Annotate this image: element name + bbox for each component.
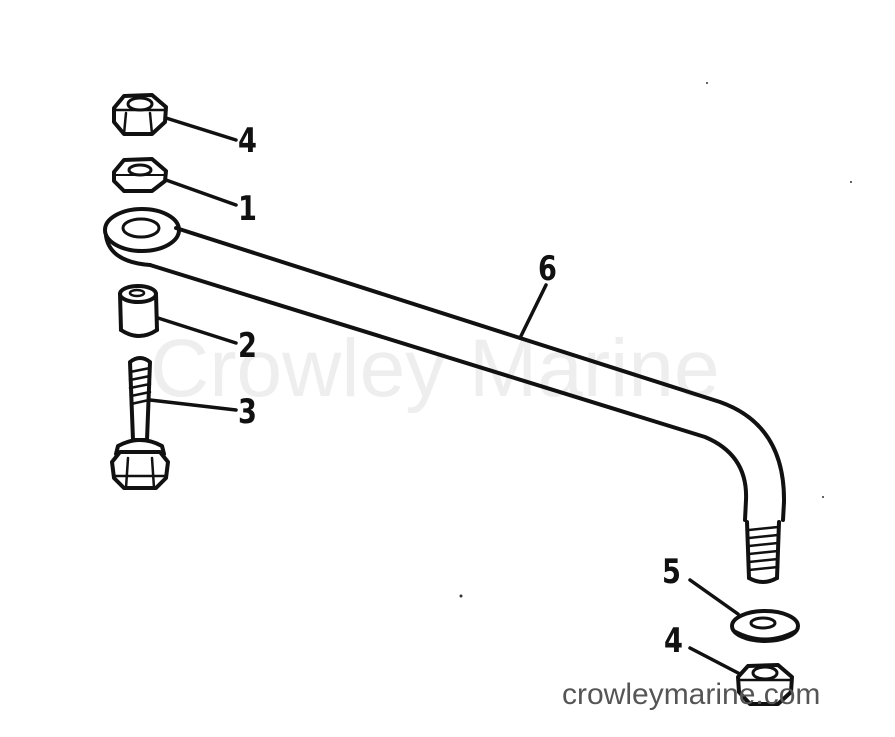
leader-1 [164,178,238,207]
lock-nut-top [112,93,168,136]
bushing [118,284,159,338]
link-rod [103,207,787,584]
leader-2 [156,316,238,345]
site-footer: crowleymarine.com [562,678,821,711]
washer [730,609,800,643]
lock-nut-bottom [736,663,794,706]
flange-bolt [110,356,170,490]
callout-6: 6 [538,249,557,289]
leader-4-top [164,116,238,142]
callout-2: 2 [238,326,257,366]
leader-6 [518,283,548,340]
callout-4-top: 4 [238,121,257,161]
plain-nut [112,157,168,193]
callout-1: 1 [238,189,257,229]
callout-5: 5 [662,552,681,592]
leader-5 [688,578,740,616]
leader-4-bottom [688,646,742,676]
watermark: Crowley Marine [150,323,720,414]
callout-4-bottom: 4 [664,621,683,661]
leader-lines [148,116,742,676]
callout-3: 3 [238,392,257,432]
leader-3 [148,398,238,412]
